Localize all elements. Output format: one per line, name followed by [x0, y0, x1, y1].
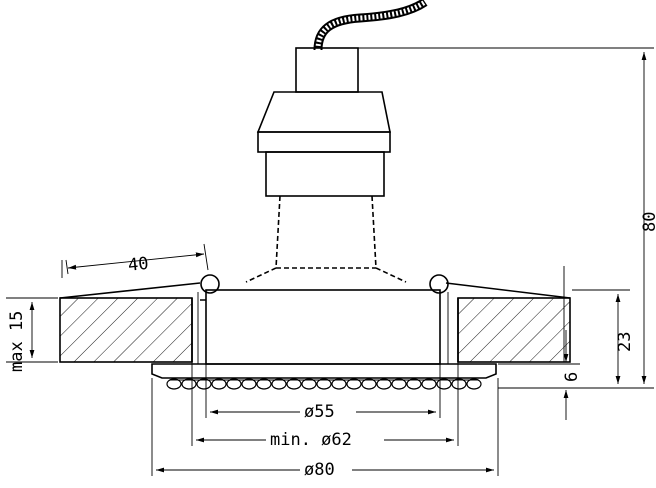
bezel: [151, 363, 497, 379]
dim-bezel-height: 6: [562, 372, 582, 382]
dim-cutout-diameter: min. ø62: [270, 430, 352, 450]
dim-arrow-arm: [67, 252, 205, 270]
crystal-bead: [166, 378, 182, 390]
clip-pivot-left: [200, 274, 220, 294]
spring-clip-right: [445, 282, 571, 362]
dim-ceiling-max: max 15: [7, 311, 27, 372]
crystal-bead: [241, 378, 257, 390]
crystal-bead: [376, 378, 392, 390]
crystal-bead: [226, 378, 242, 390]
socket-cap: [295, 47, 359, 93]
dim-total-height: 80: [640, 212, 656, 232]
ceiling-right: [457, 297, 571, 363]
crystal-bead: [391, 378, 407, 390]
crystal-bead: [256, 378, 272, 390]
crystal-bead: [436, 378, 452, 390]
crystal-bead: [181, 378, 197, 390]
crystal-bead: [196, 378, 212, 390]
socket-collar: [257, 131, 391, 153]
spring-clip-left: [59, 282, 206, 362]
clip-pivot-right: [429, 274, 449, 294]
crystal-bead: [451, 378, 467, 390]
crystal-bead: [361, 378, 377, 390]
crystal-bead: [331, 378, 347, 390]
socket-base: [265, 151, 385, 197]
crystal-bead: [211, 378, 227, 390]
crystal-bead: [421, 378, 437, 390]
dim-recess-depth: 23: [615, 332, 635, 352]
crystal-bead: [346, 378, 362, 390]
power-cable: [313, 0, 428, 51]
housing: [205, 289, 441, 365]
socket-body: [256, 91, 391, 133]
crystal-bead: [286, 378, 302, 390]
dim-ext-arm-right: [203, 243, 209, 271]
crystal-bead: [316, 378, 332, 390]
lamp-outline-dashed: [245, 195, 407, 283]
crystal-bead: [271, 378, 287, 390]
crystal-bead: [406, 378, 422, 390]
crystal-bead: [466, 378, 482, 390]
crystal-row: [166, 378, 482, 390]
dim-arm-length: 40: [127, 254, 149, 276]
dim-line-arm: [65, 259, 69, 275]
dim-outer-diameter: ø80: [304, 460, 335, 480]
crystal-bead: [301, 378, 317, 390]
ceiling-left: [59, 297, 193, 363]
dim-inner-diameter: ø55: [304, 402, 335, 422]
